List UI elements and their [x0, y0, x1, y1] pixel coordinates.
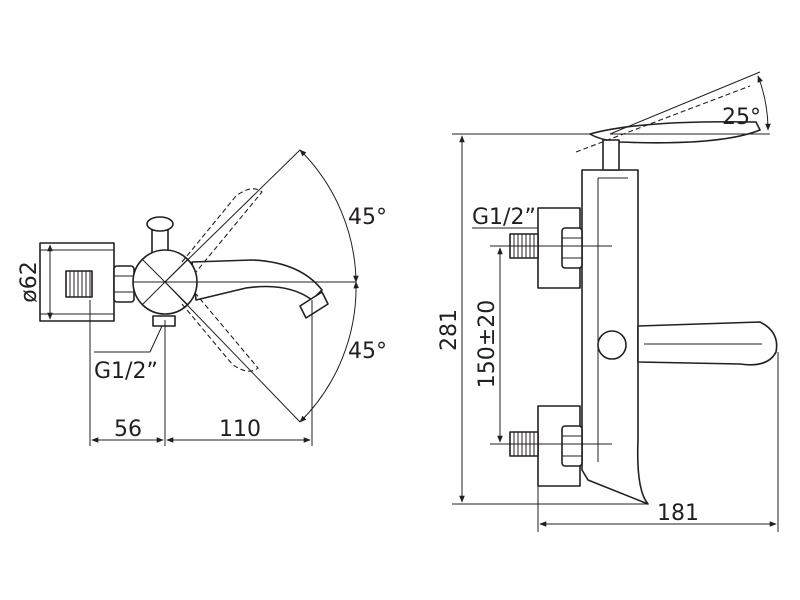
diverter-handle: [637, 321, 778, 366]
spacing-label: 150±20: [475, 300, 500, 388]
diameter-label: ø62: [17, 261, 42, 302]
lever-stem: [602, 139, 620, 171]
spout-swing-dashed: [181, 188, 263, 372]
side-view: 45° 45° ø62 G1/2ˮ 56 110: [17, 149, 387, 446]
lever-angle: [609, 71, 771, 135]
threaded-inlet: [65, 270, 93, 298]
spout: [191, 259, 323, 301]
angle-top-label: 45°: [348, 205, 387, 230]
side-thread-label: G1/2ˮ: [94, 359, 158, 384]
bottom-thread-stub: [152, 315, 176, 327]
bottom-dimensions: [89, 300, 313, 446]
spacing-dimension: [490, 245, 540, 445]
spout-length-label: 110: [219, 417, 261, 442]
eccentric-nut: [113, 265, 135, 303]
lower-nut: [561, 425, 583, 467]
lever-angle-label: 25°: [722, 105, 761, 130]
width-dimension: [537, 352, 779, 532]
depth-label: 56: [114, 417, 142, 442]
angle-bottom-label: 45°: [348, 339, 387, 364]
front-view: 25° G1/2ˮ 281 150±20 181: [437, 71, 779, 532]
diverter-button: [597, 330, 627, 360]
diameter-dimension: [40, 242, 60, 322]
front-thread-label: G1/2ˮ: [472, 205, 536, 230]
upper-nut: [561, 227, 583, 269]
width-label: 181: [657, 501, 699, 526]
height-label: 281: [437, 309, 462, 351]
height-dimension: [452, 133, 648, 505]
